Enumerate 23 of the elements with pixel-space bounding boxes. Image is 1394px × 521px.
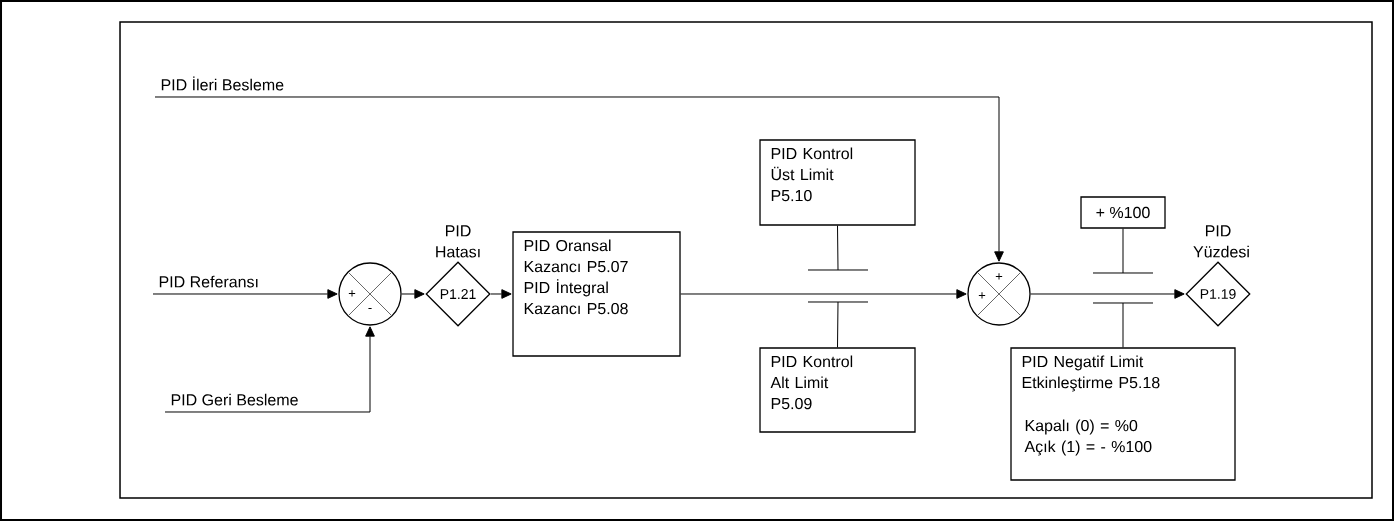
- summing-junction: + -: [338, 262, 402, 326]
- connector-line: [837, 301, 839, 348]
- connector-line: [837, 225, 839, 271]
- parameter-box: PID Negatif Limit Etkinleştirme P5.18 Kapalı (0) = %0 Açık (1) = - %100: [1010, 347, 1236, 481]
- arrow: [154, 96, 1004, 262]
- arrow: [152, 289, 338, 299]
- arrow: [680, 289, 967, 299]
- signal-label: PID Geri Besleme: [171, 393, 298, 406]
- diamond-caption: PID Hatası: [436, 225, 480, 258]
- signal-label: PID Referansı: [159, 275, 258, 288]
- parameter-box: + %100: [1080, 196, 1166, 229]
- parameter-box: PID Kontrol Üst Limit P5.10: [759, 139, 916, 226]
- diamond-caption: PID Yüzdesi: [1193, 225, 1249, 258]
- connector-line: [1122, 302, 1124, 348]
- arrow: [401, 289, 425, 299]
- connector-line: [1122, 228, 1124, 274]
- parameter-box: PID Oransal Kazancı P5.07 PID İntegral Kazancı P5.08: [512, 231, 681, 357]
- summing-junction: + +: [967, 262, 1031, 326]
- signal-label: PID İleri Besleme: [161, 76, 284, 91]
- arrow: [1030, 289, 1185, 299]
- arrow: [490, 289, 512, 299]
- parameter-box: PID Kontrol Alt Limit P5.09: [759, 347, 916, 433]
- arrow: [164, 326, 375, 413]
